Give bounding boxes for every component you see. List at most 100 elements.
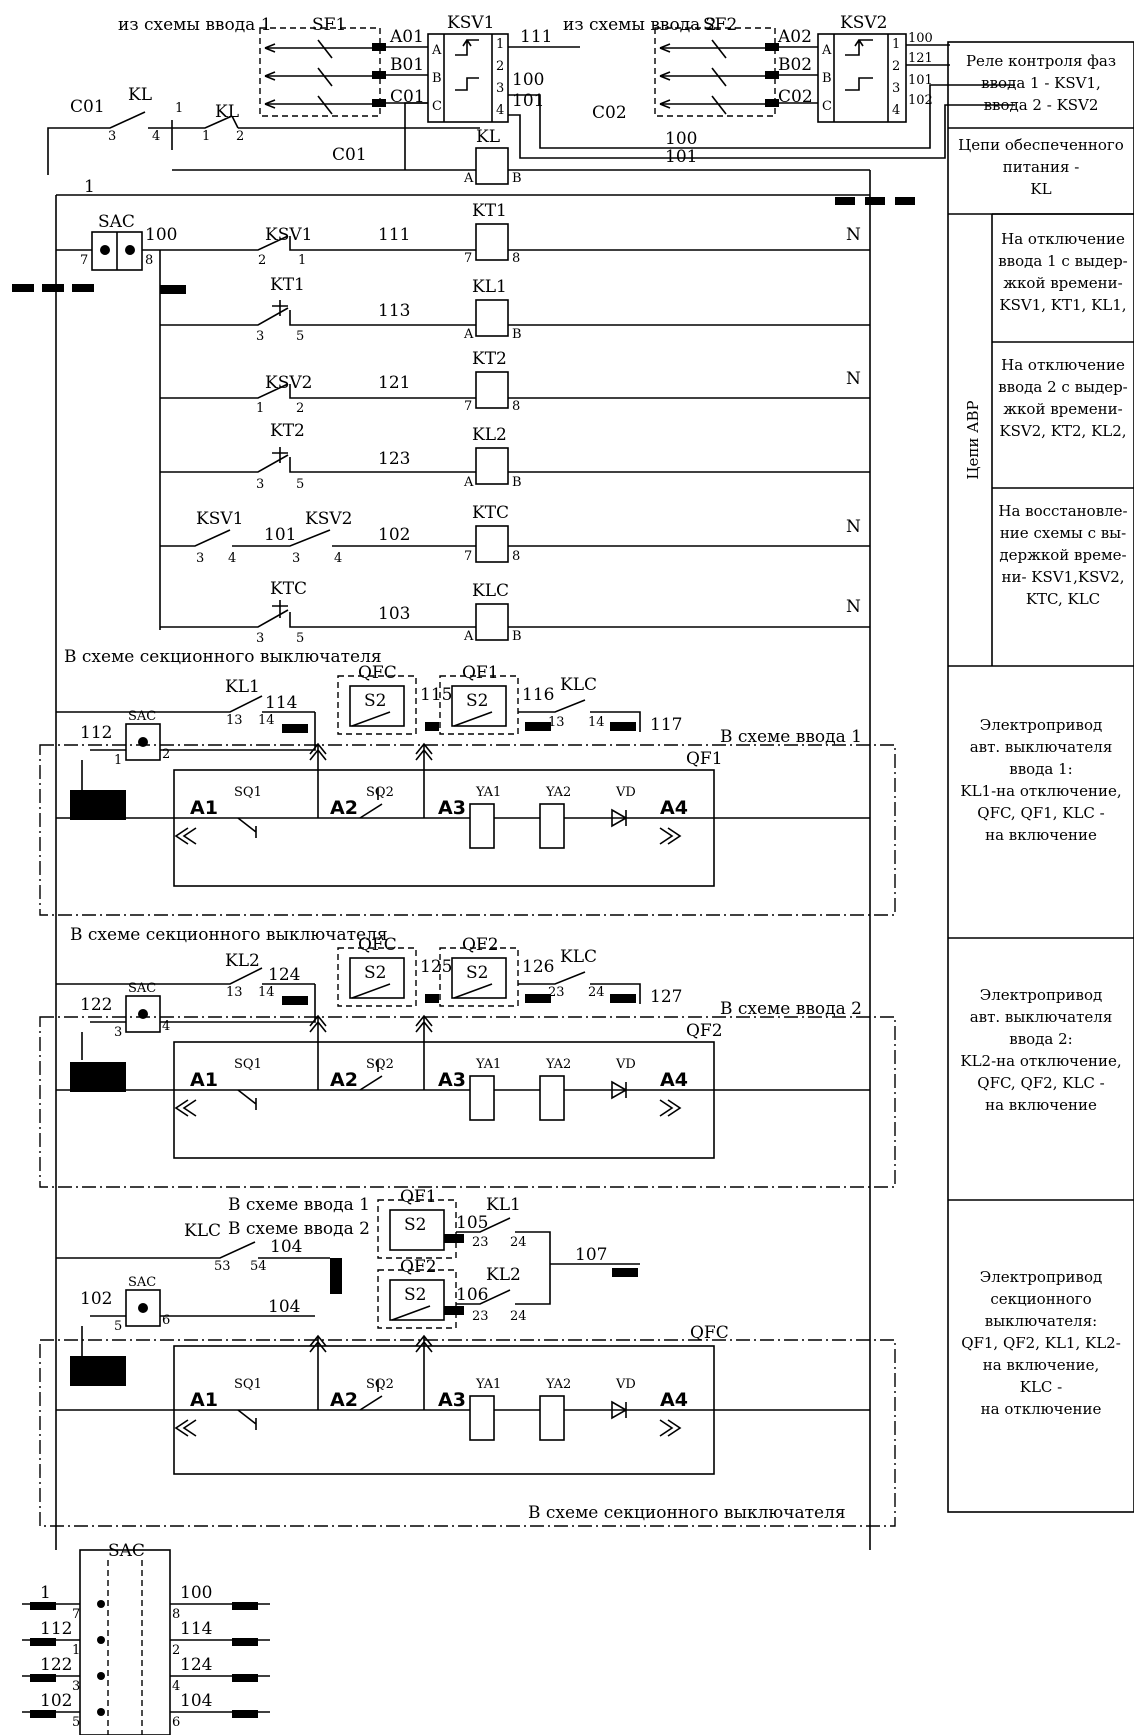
a01-label: A01 bbox=[389, 27, 424, 47]
s2-switch bbox=[349, 957, 405, 999]
terminal bbox=[610, 994, 636, 1003]
contact-4b: 4 bbox=[334, 551, 342, 566]
qfc-aux bbox=[337, 947, 417, 1007]
panel-cell-line: KL bbox=[1030, 180, 1051, 198]
terminal bbox=[425, 994, 439, 1003]
wire-104: 104 bbox=[270, 1237, 302, 1257]
ya2-coil bbox=[539, 1075, 565, 1121]
terminal bbox=[765, 71, 779, 79]
wire-106: 106 bbox=[456, 1285, 488, 1305]
wire-1-label: 1 bbox=[84, 177, 95, 197]
sq2-contact bbox=[359, 788, 383, 819]
ksv2-wire-121: 121 bbox=[908, 51, 933, 66]
terminal bbox=[232, 1638, 258, 1646]
c01-left-label: C01 bbox=[70, 97, 105, 117]
wire-105: 105 bbox=[456, 1213, 488, 1233]
kl2-label: KL2 bbox=[225, 951, 260, 971]
drive-qfc: В схеме ввода 1 В схеме ввода 2 KLC 53 5… bbox=[39, 1187, 896, 1527]
top-section: из схемы ввода 1 из схемы ввода 2 SF1 A0… bbox=[47, 13, 1015, 186]
pin-a: A bbox=[431, 43, 442, 58]
panel-cell-line: ввода 1: bbox=[1009, 760, 1072, 778]
contact-54: 54 bbox=[250, 1259, 267, 1274]
neutral-label: N bbox=[846, 225, 861, 245]
terminal-a1: A1 bbox=[190, 1069, 218, 1091]
panel-cell-line: QFC, QF1, KLC - bbox=[977, 804, 1104, 822]
kl1-label: KL1 bbox=[486, 1195, 521, 1215]
left-wire-label: 1 bbox=[40, 1583, 51, 1603]
panel-cell-line: жкой времени- bbox=[1003, 274, 1123, 292]
panel-cell-line: На восстановле- bbox=[998, 502, 1127, 520]
ground-terminals bbox=[835, 197, 915, 205]
contact-24: 24 bbox=[588, 985, 605, 1000]
avr-group-label: Цепи АВР bbox=[964, 400, 982, 479]
wire-117: 117 bbox=[650, 715, 682, 735]
contact-3: 3 bbox=[256, 329, 264, 344]
panel-cell-line: на включение bbox=[985, 1096, 1097, 1114]
input1-label: В схеме ввода 1 bbox=[720, 727, 862, 747]
ya1-label: YA1 bbox=[475, 1057, 501, 1072]
contact-14: 14 bbox=[258, 713, 275, 728]
plug-a4 bbox=[659, 827, 682, 845]
pin-a: A bbox=[821, 43, 832, 58]
panel-cell-line: KLC - bbox=[1020, 1378, 1062, 1396]
ksv2-wire-101: 101 bbox=[908, 73, 933, 88]
left-wire-label: 122 bbox=[40, 1655, 72, 1675]
sq1-label: SQ1 bbox=[234, 1377, 262, 1392]
contact-14: 14 bbox=[588, 715, 605, 730]
pin-b: B bbox=[822, 71, 832, 86]
contact-3: 3 bbox=[256, 631, 264, 646]
terminal bbox=[232, 1674, 258, 1682]
s2-switch bbox=[389, 1279, 445, 1321]
s2-switch bbox=[389, 1209, 445, 1251]
wire-111: 111 bbox=[378, 225, 410, 245]
wire-101: 101 bbox=[512, 91, 544, 111]
plug-a1 bbox=[174, 827, 197, 845]
contact-dot bbox=[97, 1708, 105, 1716]
wire-115: 115 bbox=[420, 685, 452, 705]
rung-kl2: KT2 3 5 123 KL2 A B bbox=[160, 421, 870, 492]
panel-cell-line: На отключение bbox=[1001, 356, 1125, 374]
kl1-label: KL1 bbox=[225, 677, 260, 697]
terminal bbox=[30, 1638, 56, 1646]
ksv1b-contact-label: KSV1 bbox=[196, 509, 243, 529]
terminal-a2: A2 bbox=[330, 797, 358, 819]
panel-cell-line: ни- KSV1,KSV2, bbox=[1001, 568, 1124, 586]
wire-122: 122 bbox=[80, 995, 112, 1015]
klc-coil-label: KLC bbox=[472, 581, 509, 601]
contact-24: 24 bbox=[510, 1235, 527, 1250]
panel-cell-line: KSV2, KT2, KL2, bbox=[999, 422, 1126, 440]
ktc-contact-label: KTC bbox=[270, 579, 307, 599]
qf-label: QF2 bbox=[462, 935, 499, 955]
pin-1: 1 bbox=[496, 37, 504, 52]
contact-1: 1 bbox=[175, 101, 183, 116]
contact-b: 1 bbox=[298, 253, 306, 268]
sac-label: SAC bbox=[98, 212, 135, 232]
sf2-label: SF2 bbox=[703, 15, 737, 35]
sac-pin-1: 1 bbox=[114, 753, 122, 768]
qfc-aux bbox=[337, 675, 417, 735]
panel-cell-line: Электропривод bbox=[980, 716, 1103, 734]
contact-dot bbox=[97, 1636, 105, 1644]
sq2-contact bbox=[359, 1380, 383, 1411]
terminal bbox=[444, 1306, 464, 1315]
rung-kt2: KSV2 1 2 121 KT2 7 8 N bbox=[160, 349, 870, 416]
sf2-contacts bbox=[659, 39, 775, 115]
right-wire-label: 124 bbox=[180, 1655, 212, 1675]
wire-107: 107 bbox=[575, 1245, 607, 1265]
ya1-coil bbox=[469, 1075, 495, 1121]
terminal-a1: A1 bbox=[190, 797, 218, 819]
ksv2-wire-102: 102 bbox=[908, 93, 933, 108]
wire-116: 116 bbox=[522, 685, 554, 705]
pin-b: B bbox=[432, 71, 442, 86]
s2-switch bbox=[349, 685, 405, 727]
sq1-contact bbox=[237, 1409, 257, 1430]
kl-coil-label: KL bbox=[476, 127, 500, 147]
wire-125: 125 bbox=[420, 957, 452, 977]
sac-handle bbox=[70, 1062, 126, 1092]
